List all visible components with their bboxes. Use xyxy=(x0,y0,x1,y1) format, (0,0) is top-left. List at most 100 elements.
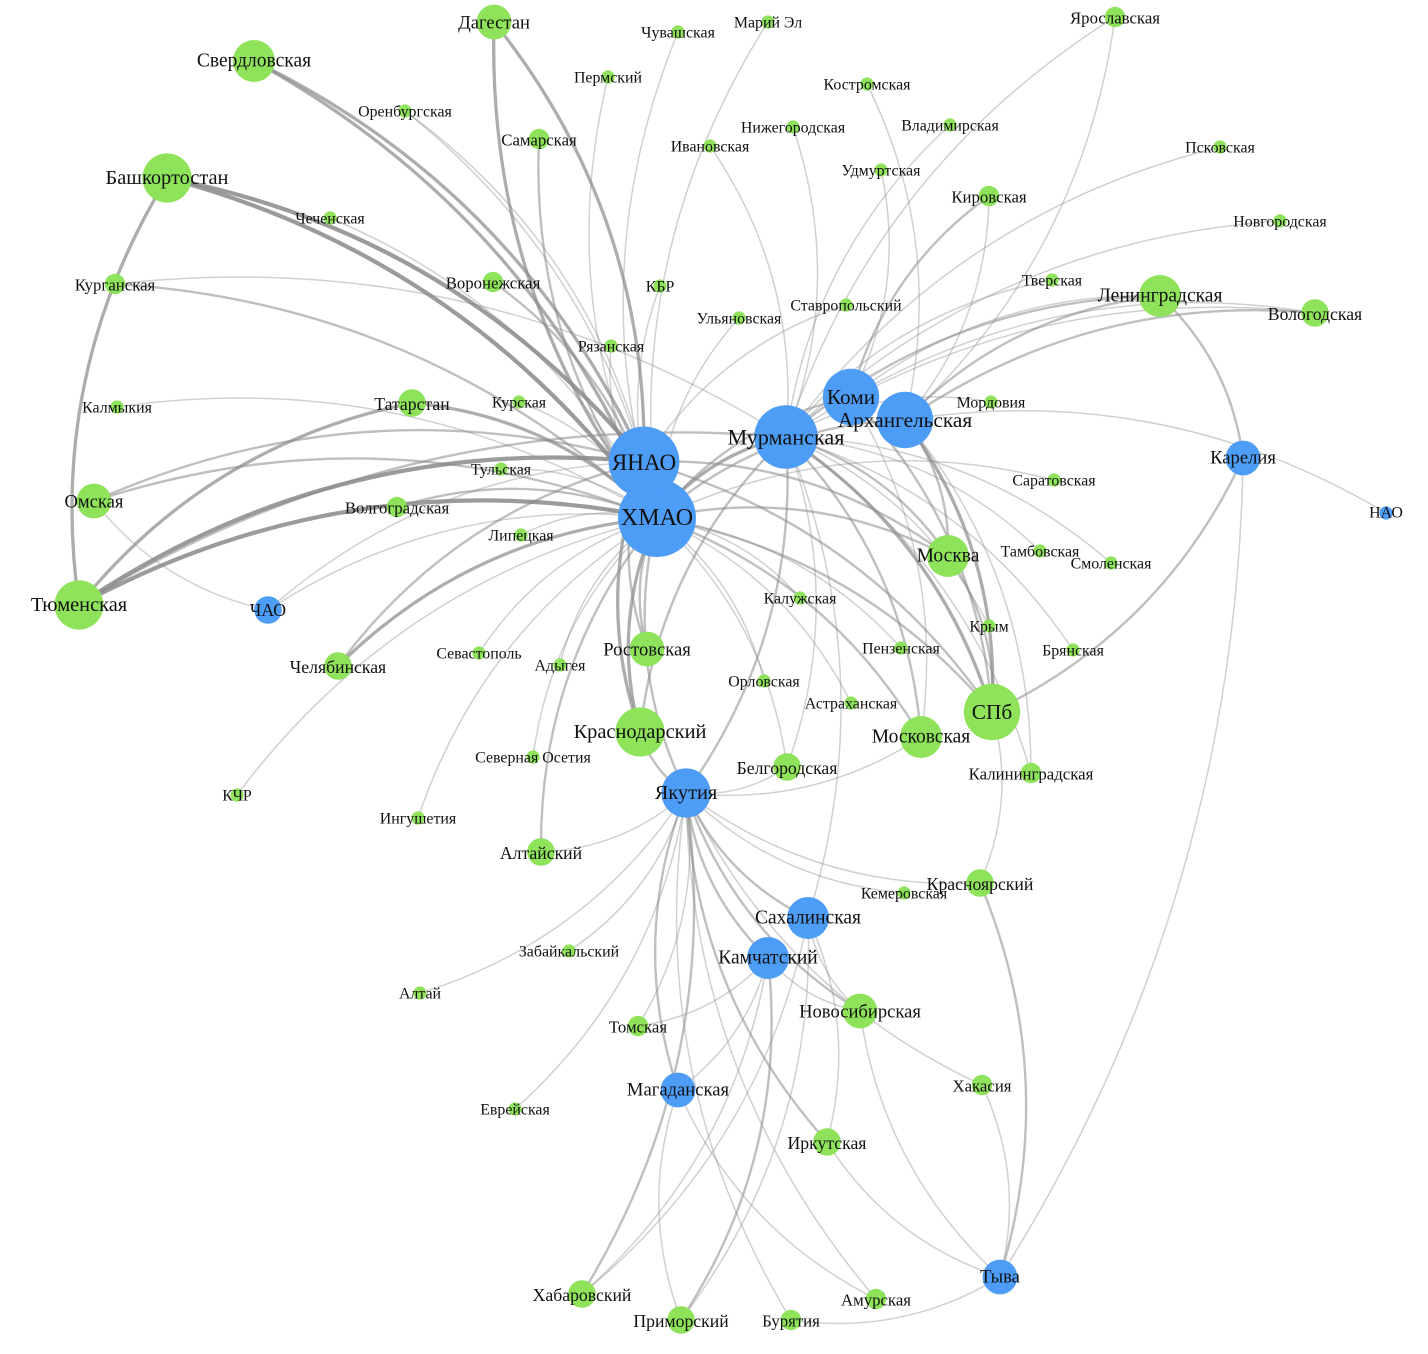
node-smolenskaya[interactable] xyxy=(1104,556,1118,570)
edge-leningradskaya-kareliya xyxy=(1158,294,1245,460)
node-belgorodskaya[interactable] xyxy=(773,753,801,781)
node-stavropolskiy[interactable] xyxy=(839,298,853,312)
node-kalmykiya[interactable] xyxy=(110,400,124,414)
node-rostovskaya[interactable] xyxy=(629,631,665,667)
node-ryazanskaya[interactable] xyxy=(604,339,618,353)
node-nao[interactable] xyxy=(1379,506,1393,520)
node-mariy_el[interactable] xyxy=(761,15,775,29)
node-chelyabinskaya[interactable] xyxy=(324,652,352,680)
node-kbr[interactable] xyxy=(653,279,667,293)
node-label-altay: Алтай xyxy=(399,986,442,1003)
edge-tyumenskaya-yanao xyxy=(76,455,647,608)
node-dagestan[interactable] xyxy=(476,4,512,40)
node-omskaya[interactable] xyxy=(76,483,112,519)
node-kaluzhskaya[interactable] xyxy=(793,591,807,605)
node-moskovskaya[interactable] xyxy=(900,716,942,758)
node-chechenskaya[interactable] xyxy=(323,211,337,225)
node-chao[interactable] xyxy=(254,596,282,624)
node-tambovskaya[interactable] xyxy=(1033,544,1047,558)
node-kemerovskaya[interactable] xyxy=(897,886,911,900)
node-lipetskaya[interactable] xyxy=(514,528,528,542)
node-ivanovskaya[interactable] xyxy=(703,139,717,153)
node-amurskaya[interactable] xyxy=(865,1288,887,1310)
node-murmanskaya[interactable] xyxy=(754,405,818,469)
node-evreyskaya[interactable] xyxy=(508,1102,522,1116)
node-spb[interactable] xyxy=(963,683,1021,741)
node-krasnodarskiy[interactable] xyxy=(615,707,665,757)
node-tulskaya[interactable] xyxy=(494,462,508,476)
node-tatarstan[interactable] xyxy=(398,389,426,417)
node-buryatiya[interactable] xyxy=(780,1309,802,1331)
node-chuvashskaya[interactable] xyxy=(671,25,685,39)
node-krym[interactable] xyxy=(982,619,996,633)
node-tyva[interactable] xyxy=(982,1259,1018,1295)
edge-chao-yanao xyxy=(267,461,645,611)
edge-vologodskaya-komi xyxy=(850,301,1316,398)
node-yanao[interactable] xyxy=(608,426,680,498)
edge-magadanskaya-yakutiya xyxy=(653,791,688,1092)
node-vladimirskaya[interactable] xyxy=(943,118,957,132)
node-krasnoyarskiy[interactable] xyxy=(966,869,994,897)
node-kamchatskiy[interactable] xyxy=(747,937,789,979)
node-yaroslavskaya[interactable] xyxy=(1104,6,1126,28)
node-hmao[interactable] xyxy=(618,479,696,557)
node-mordoviya[interactable] xyxy=(984,395,998,409)
node-kostromskaya[interactable] xyxy=(860,77,874,91)
node-irkutskaya[interactable] xyxy=(813,1128,841,1156)
node-bryanskaya[interactable] xyxy=(1066,643,1080,657)
node-volgogradskaya[interactable] xyxy=(386,496,408,518)
node-sverdlovskaya[interactable] xyxy=(233,40,275,82)
node-kaliningradskaya[interactable] xyxy=(1020,762,1042,784)
node-kareliya[interactable] xyxy=(1225,440,1261,476)
node-udmurtskaya[interactable] xyxy=(874,163,888,177)
node-vologodskaya[interactable] xyxy=(1301,299,1329,327)
node-leningradskaya[interactable] xyxy=(1139,275,1181,317)
node-orenburgskaya[interactable] xyxy=(398,104,412,118)
edge-tyumenskaya-hmao xyxy=(76,498,660,608)
edge-chao-hmao xyxy=(267,513,658,611)
node-altayskiy[interactable] xyxy=(527,838,555,866)
edge-kchr-hmao xyxy=(236,517,658,796)
node-tomskaya[interactable] xyxy=(627,1015,649,1037)
node-sakhalinskaya[interactable] xyxy=(787,897,829,939)
node-tverskaya[interactable] xyxy=(1045,273,1059,287)
node-saratovskaya[interactable] xyxy=(1047,473,1061,487)
edge-moskovskaya-komi xyxy=(850,396,928,738)
node-zabaykalskiy[interactable] xyxy=(562,944,576,958)
node-yakutiya[interactable] xyxy=(661,768,711,818)
node-novosibirskaya[interactable] xyxy=(842,993,878,1029)
node-penzenskaya[interactable] xyxy=(894,641,908,655)
node-kirovskaya[interactable] xyxy=(978,185,1000,207)
node-tyumenskaya[interactable] xyxy=(54,580,104,630)
node-label-tyva: Тыва xyxy=(980,1267,1020,1288)
node-astrakhanskaya[interactable] xyxy=(844,696,858,710)
node-ulyanovskaya[interactable] xyxy=(732,311,746,325)
node-nizhegorodskaya[interactable] xyxy=(786,120,800,134)
node-kchr[interactable] xyxy=(230,788,244,802)
node-label-kostromskaya: Костромская xyxy=(824,77,912,94)
node-kurganskaya[interactable] xyxy=(104,273,126,295)
edge-yaroslavskaya-arkhangelskaya xyxy=(904,16,1116,421)
node-ingushetiya[interactable] xyxy=(411,811,425,825)
node-komi[interactable] xyxy=(822,368,880,426)
node-kurskaya[interactable] xyxy=(512,395,526,409)
node-moskva[interactable] xyxy=(927,535,969,577)
node-khabarovskiy[interactable] xyxy=(568,1280,596,1308)
node-khakasiya[interactable] xyxy=(971,1074,993,1096)
node-pskovskaya[interactable] xyxy=(1213,140,1227,154)
node-arkhangelskaya[interactable] xyxy=(876,391,934,449)
node-magadanskaya[interactable] xyxy=(660,1072,696,1108)
node-sevastopol[interactable] xyxy=(472,646,486,660)
node-permskiy[interactable] xyxy=(601,70,615,84)
node-primorskiy[interactable] xyxy=(667,1306,695,1334)
node-altay[interactable] xyxy=(413,986,427,1000)
edge-ivanovskaya-murmanskaya xyxy=(709,145,789,438)
node-adygeya[interactable] xyxy=(553,658,567,672)
node-severnaya_osetiya[interactable] xyxy=(526,750,540,764)
node-samarskaya[interactable] xyxy=(528,128,550,150)
node-novgorodskaya[interactable] xyxy=(1273,214,1287,228)
node-voronezhskaya[interactable] xyxy=(482,271,504,293)
node-orlovskaya[interactable] xyxy=(757,674,771,688)
node-bashkortostan[interactable] xyxy=(142,153,192,203)
node-label-ingushetiya: Ингушетия xyxy=(380,811,457,828)
